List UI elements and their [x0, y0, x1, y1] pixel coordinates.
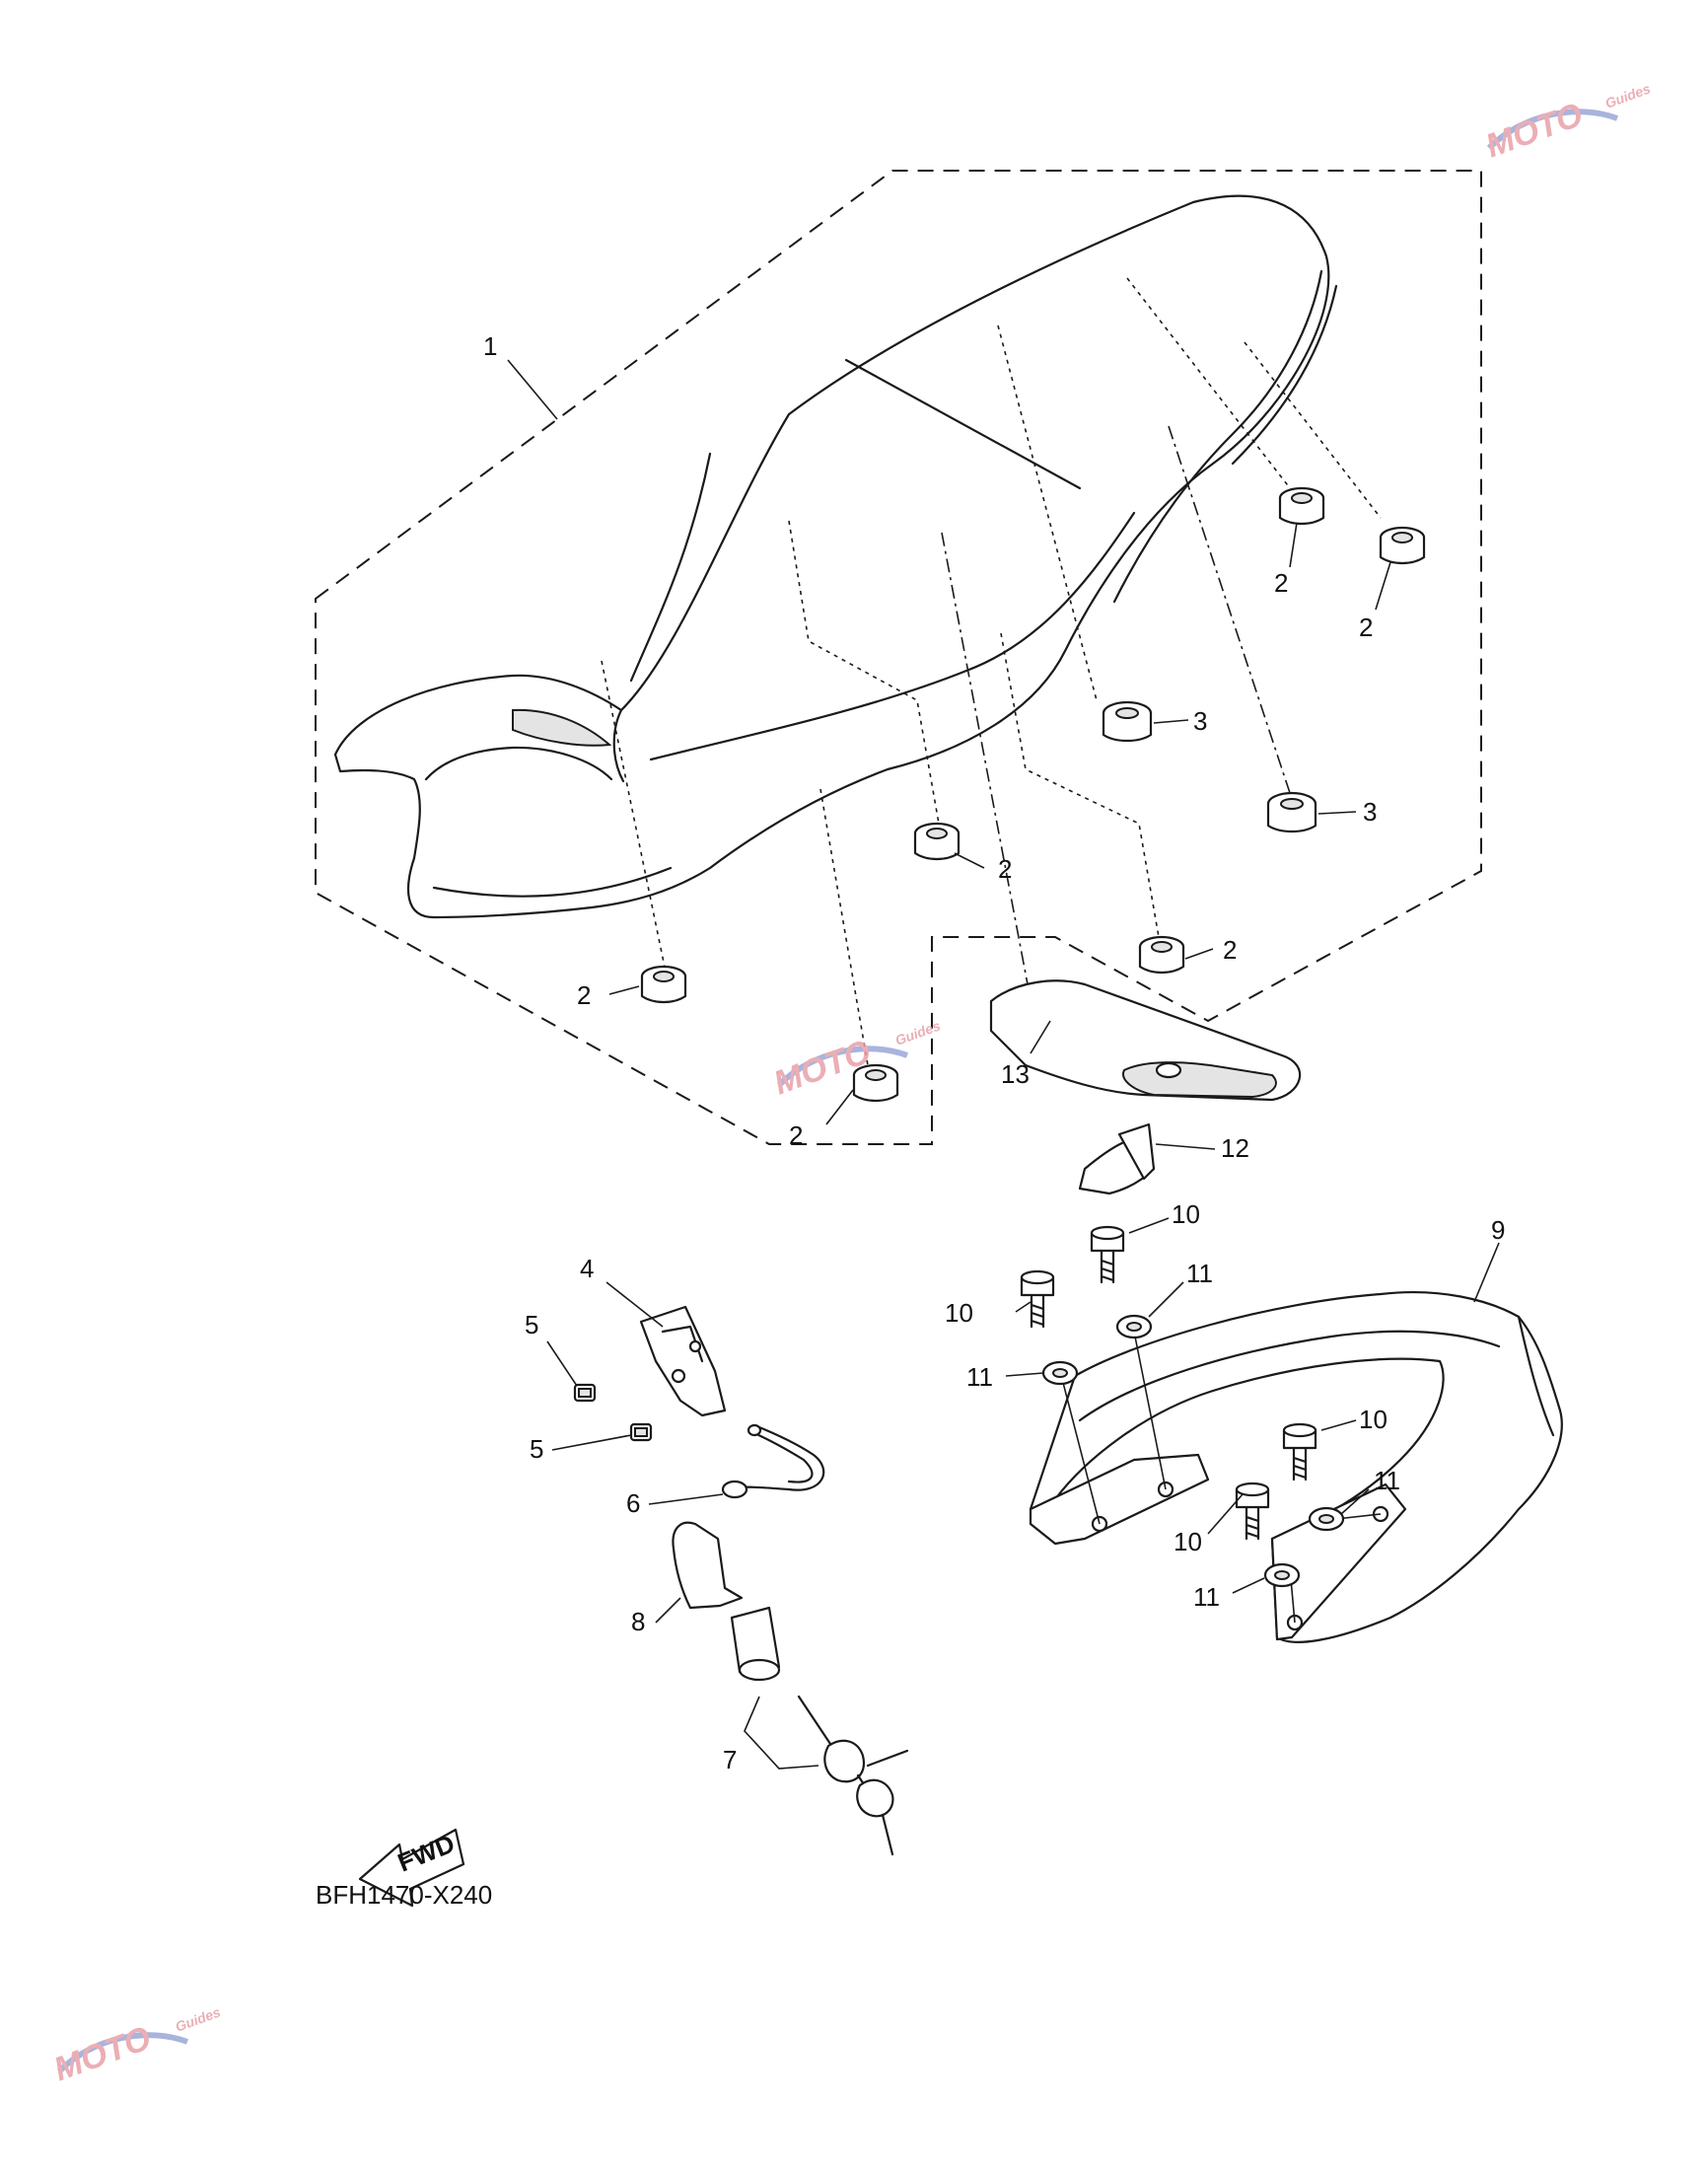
callout-8: 8	[631, 1607, 645, 1636]
callout-numbers: 1 2 2 2 2 2 2 3 3 4 5 5 6 7 8 9 10 10 10…	[483, 331, 1505, 1774]
grab-bar	[1029, 1291, 1563, 1643]
callout-10: 10	[945, 1298, 973, 1328]
callout-11: 11	[1374, 1466, 1400, 1495]
callout-10: 10	[1172, 1199, 1200, 1229]
callout-2: 2	[1359, 613, 1373, 642]
cable-holder	[672, 1521, 744, 1610]
seat	[333, 194, 1338, 919]
svg-text:MOTO: MOTO	[49, 2019, 156, 2088]
svg-text:Guides: Guides	[174, 2003, 223, 2034]
seat-assembly-boundary	[315, 170, 1482, 1145]
callout-11: 11	[1193, 1582, 1220, 1612]
callout-10: 10	[1174, 1527, 1202, 1556]
callout-2: 2	[998, 854, 1012, 884]
callout-11: 11	[966, 1362, 993, 1392]
callout-3: 3	[1363, 797, 1377, 827]
callout-11: 11	[1186, 1259, 1213, 1288]
washers-11	[1041, 1314, 1345, 1588]
callout-4: 4	[580, 1254, 594, 1283]
forward-arrow-icon	[358, 1828, 465, 1908]
callout-10: 10	[1359, 1405, 1388, 1434]
callout-1: 1	[483, 331, 497, 361]
watermark-logo-bottom-left: MOTO Guides	[49, 2003, 223, 2088]
callout-2: 2	[1223, 935, 1237, 965]
drawing-code: BFH1470-X240	[316, 1880, 492, 1910]
callout-5: 5	[530, 1434, 543, 1464]
callout-leaders	[507, 359, 1500, 1770]
callout-2: 2	[577, 980, 591, 1010]
lock-cylinder-and-keys	[730, 1606, 909, 1856]
svg-text:Guides: Guides	[1603, 80, 1653, 110]
seat-lock-cable	[721, 1423, 825, 1499]
callout-2: 2	[789, 1121, 803, 1150]
callout-2: 2	[1274, 568, 1288, 598]
watermark-logo-top-right: MOTO Guides	[1481, 80, 1653, 165]
bolts-5	[573, 1383, 653, 1442]
callout-3: 3	[1193, 706, 1207, 736]
svg-text:MOTO: MOTO	[1481, 96, 1588, 165]
seat-lock	[639, 1305, 727, 1417]
callout-5: 5	[525, 1310, 538, 1339]
callout-9: 9	[1491, 1215, 1505, 1245]
callout-13: 13	[1001, 1059, 1030, 1089]
seat-emblem-pad	[989, 979, 1302, 1102]
clip-bracket	[1078, 1122, 1156, 1195]
grommets-and-dampers	[640, 486, 1426, 1103]
callout-12: 12	[1221, 1133, 1249, 1163]
installation-lines	[601, 277, 1382, 1066]
bolts-10	[1020, 1225, 1317, 1541]
callout-6: 6	[626, 1488, 640, 1518]
svg-text:Guides: Guides	[893, 1017, 943, 1048]
callout-7: 7	[723, 1745, 737, 1774]
